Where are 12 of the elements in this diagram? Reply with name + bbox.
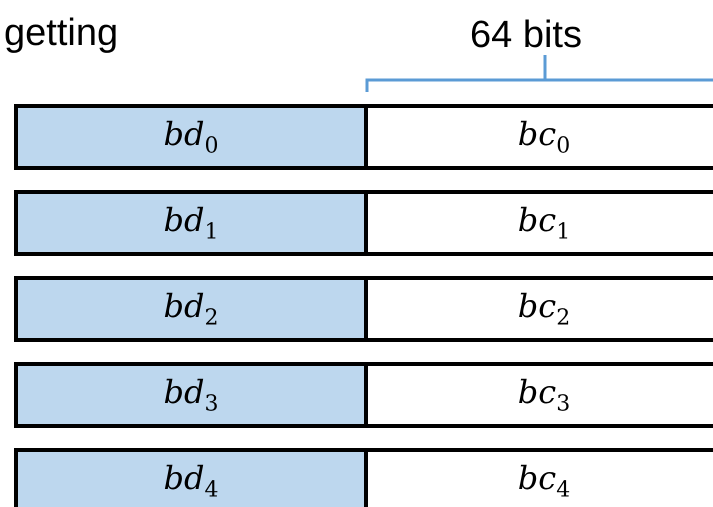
cell-text: bd$_{4}$ bbox=[164, 459, 218, 503]
cell-text: bd$_{3}$ bbox=[164, 373, 218, 417]
cell-text: bd$_{1}$ bbox=[164, 201, 218, 245]
cell-text: bc$_{4}$ bbox=[518, 459, 570, 503]
cell-text: bc$_{1}$ bbox=[518, 201, 570, 245]
cell-text: bc$_{0}$ bbox=[518, 115, 570, 159]
cell-text: bc$_{2}$ bbox=[518, 287, 570, 331]
width-label: 64 bits bbox=[470, 16, 582, 54]
cell-text: bd$_{2}$ bbox=[164, 287, 218, 331]
cell-text: bd$_{0}$ bbox=[164, 115, 218, 159]
caption-text: getting bbox=[4, 14, 118, 52]
cell-text: bc$_{3}$ bbox=[518, 373, 570, 417]
